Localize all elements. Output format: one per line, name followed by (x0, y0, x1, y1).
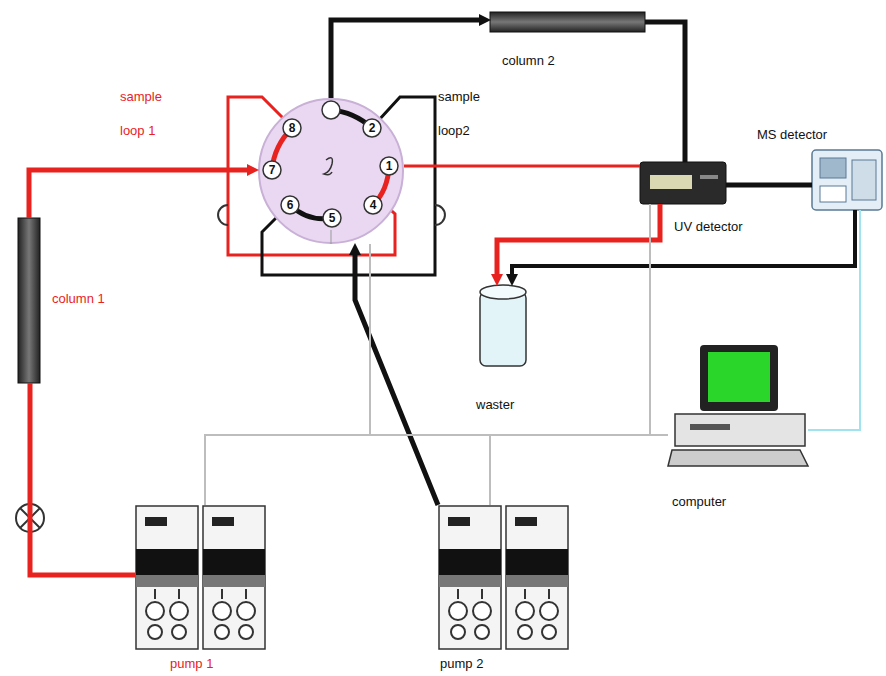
flow-connector (29, 170, 247, 218)
column-1-tube (18, 218, 40, 383)
flow-connector (512, 210, 855, 274)
flow-connector (30, 383, 135, 575)
flow-connector (808, 210, 860, 430)
equipment-label: column 2 (502, 53, 555, 68)
computer: computer (668, 345, 808, 467)
pump-1-modules (136, 506, 265, 649)
ms-detector: MS detector (812, 150, 882, 210)
computer-set (708, 352, 770, 402)
column-1-tube (18, 218, 40, 383)
uv-detector-box (700, 175, 718, 179)
computer-set (668, 450, 808, 466)
ms-detector-unit (812, 150, 882, 210)
uv-detector-box (650, 175, 692, 189)
switching-valve (323, 209, 341, 227)
flow-connector (497, 204, 660, 274)
equipment-label: column 1 (52, 291, 105, 306)
ms-detector-unit (820, 186, 846, 202)
equipment-label: pump 2 (440, 656, 483, 671)
ms-detector-unit (812, 150, 882, 210)
loop-label: sample loop2 (438, 80, 498, 148)
switching-valve (322, 101, 340, 119)
waste-bottle (480, 292, 526, 366)
flow-connector (404, 165, 640, 168)
port-number: 2 (369, 121, 376, 136)
pump: pump 1 (135, 505, 266, 650)
flow-connector (355, 255, 438, 505)
pump: pump 2 (438, 505, 569, 650)
equipment-label: waster (476, 397, 514, 412)
port-number: 6 (287, 198, 294, 213)
switching-valve (281, 196, 299, 214)
flow-connector (650, 204, 668, 435)
port-number: 5 (329, 211, 336, 226)
pump-2-modules (506, 506, 568, 649)
waste-bottle: waster (478, 285, 528, 369)
port-number: 7 (269, 163, 276, 178)
pump-2-modules (439, 506, 568, 649)
sample-loop-2 (435, 205, 445, 225)
switching-valve (364, 196, 382, 214)
port-number: 1 (386, 159, 393, 174)
ms-detector-unit (820, 158, 846, 178)
switching-valve (380, 157, 398, 175)
flow-connector (645, 22, 685, 162)
equipment-label: MS detector (757, 127, 827, 142)
loop-label: sample loop 1 (120, 80, 180, 148)
switching-valve (263, 161, 281, 179)
equipment-label: UV detector (674, 219, 743, 234)
ms-detector-unit (852, 160, 876, 200)
pump-1-modules (203, 506, 265, 649)
pump-1-modules (136, 506, 198, 649)
column-2-tube (490, 12, 645, 32)
uv-detector-box (640, 162, 726, 204)
sample-loop-1 (218, 205, 228, 225)
flow-connector (331, 20, 479, 98)
waste-bottle (480, 285, 526, 366)
equipment-label: pump 1 (170, 656, 213, 671)
switching-valve: 8 2 7 1 6 5 4 (258, 98, 404, 244)
port-number: 4 (370, 198, 377, 213)
flow-connector (370, 244, 668, 435)
uv-detector: UV detector (640, 162, 726, 204)
flow-connector (726, 183, 812, 188)
computer-set (668, 345, 808, 466)
switching-valve (363, 119, 381, 137)
switching-valve (259, 99, 403, 244)
pump-2-modules (439, 506, 501, 649)
equipment-label: computer (672, 494, 726, 509)
port-number: 8 (289, 121, 296, 136)
switching-valve (283, 119, 301, 137)
flow-connector (205, 435, 668, 505)
column: column 2 (490, 12, 645, 32)
waste-bottle (480, 285, 526, 299)
flow-connector (490, 435, 668, 505)
computer-set (700, 345, 778, 411)
switching-valve (331, 230, 332, 244)
uv-detector-box (640, 162, 726, 204)
computer-set (690, 424, 730, 430)
column: column 1 (18, 218, 40, 383)
switching-valve (259, 99, 403, 243)
column-2-tube (490, 12, 645, 32)
computer-set (675, 414, 805, 446)
switching-valve (324, 158, 332, 175)
